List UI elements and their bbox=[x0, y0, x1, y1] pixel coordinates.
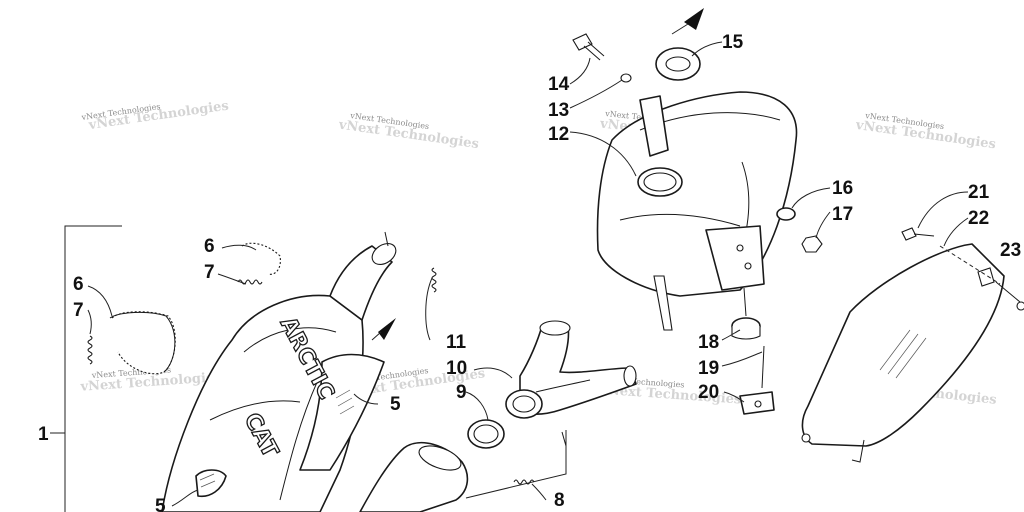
callout-22: 22 bbox=[968, 208, 989, 229]
clamp-spring-set-left bbox=[87, 242, 281, 375]
callout-16: 16 bbox=[832, 178, 853, 199]
callout-11: 11 bbox=[446, 332, 467, 353]
callout-7-left: 7 bbox=[73, 300, 84, 321]
callout-19: 19 bbox=[698, 358, 719, 379]
spring-8 bbox=[513, 479, 535, 485]
stud-19 bbox=[761, 345, 765, 389]
callout-5-shield: 5 bbox=[390, 394, 401, 415]
flange-10 bbox=[505, 389, 543, 419]
washer-13 bbox=[620, 73, 632, 83]
spring-11 bbox=[431, 267, 437, 293]
spring-upper bbox=[237, 279, 263, 285]
bushing-16 bbox=[776, 207, 796, 221]
heat-shield bbox=[801, 243, 1005, 463]
callout-23: 23 bbox=[1000, 240, 1021, 261]
direction-arrow-top bbox=[684, 8, 704, 30]
mount-18 bbox=[731, 287, 761, 340]
bolt-14 bbox=[572, 33, 605, 61]
assembly-bracket bbox=[50, 225, 122, 512]
callout-9: 9 bbox=[456, 382, 467, 403]
callout-12: 12 bbox=[548, 124, 569, 145]
callout-21: 21 bbox=[968, 182, 990, 203]
callout-10: 10 bbox=[446, 358, 467, 379]
callout-14: 14 bbox=[548, 74, 570, 95]
resonator bbox=[596, 91, 798, 331]
spring-left bbox=[87, 335, 93, 365]
fastener-23 bbox=[995, 281, 1024, 311]
callout-8: 8 bbox=[554, 490, 565, 511]
direction-arrow bbox=[378, 318, 396, 340]
callout-labels: 1 6 7 6 7 5 5 11 10 9 8 12 13 14 15 16 1… bbox=[38, 32, 1021, 512]
callout-15: 15 bbox=[722, 32, 744, 53]
callout-7-upper: 7 bbox=[204, 262, 215, 283]
grommet-15 bbox=[655, 47, 701, 81]
callout-6-upper: 6 bbox=[204, 236, 215, 257]
lower-pipe bbox=[359, 441, 469, 512]
callout-17: 17 bbox=[832, 204, 853, 225]
bracket-20 bbox=[739, 391, 775, 415]
screw-21 bbox=[901, 227, 935, 241]
y-pipe bbox=[519, 320, 637, 447]
callout-6-left: 6 bbox=[73, 274, 84, 295]
gasket-9 bbox=[467, 419, 505, 449]
callout-18: 18 bbox=[698, 332, 719, 353]
leader-lines bbox=[87, 41, 1001, 507]
callout-5-lower: 5 bbox=[155, 496, 166, 512]
nut-17 bbox=[801, 235, 823, 253]
muffler-body: ARCTIC CAT bbox=[161, 231, 397, 512]
callout-20: 20 bbox=[698, 382, 719, 403]
callout-1: 1 bbox=[38, 424, 49, 445]
callout-13: 13 bbox=[548, 100, 569, 121]
